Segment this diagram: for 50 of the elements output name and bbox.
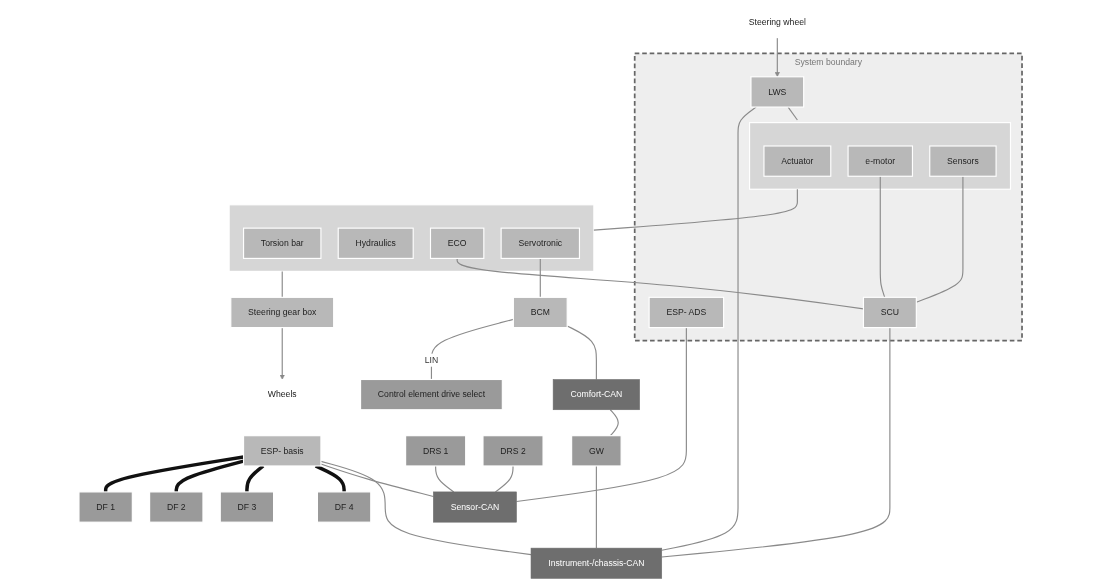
node-box: Servotronic — [500, 227, 581, 259]
node-text: Wheels — [267, 388, 297, 399]
node-box: DF 4 — [316, 490, 372, 523]
edge-label: LIN — [424, 354, 439, 364]
connector — [609, 408, 619, 436]
connector — [661, 326, 891, 558]
node-box: Control element drive select — [359, 378, 503, 410]
node-box: Instrument-/chassis-CAN — [530, 547, 663, 579]
connector — [494, 464, 514, 492]
connector — [430, 318, 514, 380]
node-box: e-motor — [847, 144, 914, 177]
connector — [281, 270, 283, 298]
node-box: ESP- ADS — [648, 296, 725, 328]
node-box: Torsion bar — [242, 227, 322, 259]
connector — [320, 462, 434, 497]
node-box: Actuator — [763, 144, 832, 177]
node-box: DRS 1 — [405, 434, 467, 467]
node-box: SCU — [862, 296, 917, 328]
node-box: DF 2 — [149, 490, 204, 523]
node-box: GW — [571, 434, 622, 467]
connector — [566, 324, 597, 380]
arrow — [279, 326, 285, 380]
node-box: Steering gear box — [230, 296, 335, 328]
node-box: ESP- basis — [242, 434, 322, 467]
cluster — [228, 203, 595, 272]
node-box: BCM — [512, 296, 568, 328]
connector — [103, 454, 244, 492]
node-box: Sensors — [929, 144, 997, 177]
connector — [174, 458, 244, 492]
connector — [245, 464, 265, 492]
connector — [787, 106, 798, 121]
node-box: DF 3 — [219, 490, 275, 523]
connector — [593, 188, 798, 231]
arrow — [774, 36, 780, 77]
node-box: DF 1 — [78, 490, 133, 523]
node-box: Sensor-CAN — [433, 491, 517, 522]
node-text: Steering wheel — [748, 16, 806, 27]
connector — [435, 464, 455, 492]
connector — [661, 106, 757, 551]
node-box: DRS 2 — [482, 434, 544, 467]
node-box: Comfort-CAN — [552, 378, 640, 410]
connector — [539, 257, 541, 298]
node-box: LWS — [750, 75, 805, 108]
connector — [515, 326, 687, 502]
node-box: Hydraulics — [337, 227, 414, 259]
cluster — [748, 121, 1012, 190]
node-box: ECO — [429, 227, 485, 259]
connector — [595, 464, 597, 549]
connector — [879, 175, 886, 298]
connector — [320, 460, 532, 555]
